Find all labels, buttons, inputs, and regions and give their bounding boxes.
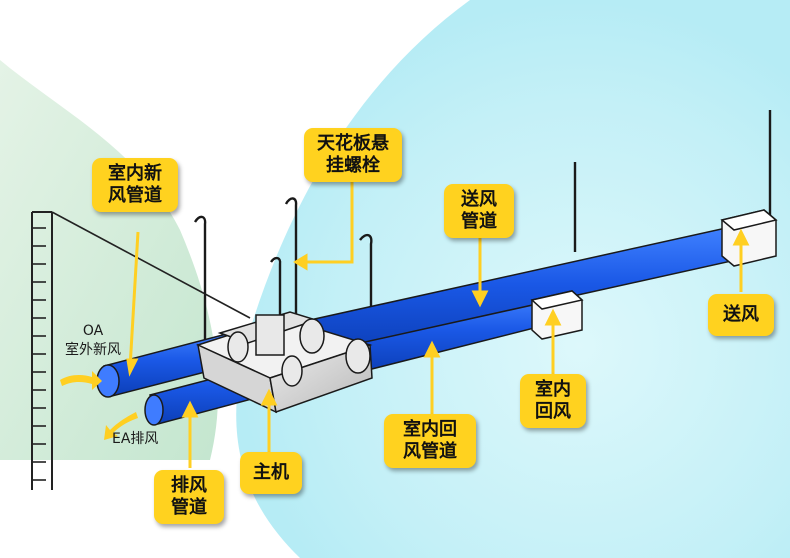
wall-ruler — [31, 211, 251, 490]
callout-indoor-return-air-duct: 室内回 风管道 — [384, 414, 476, 468]
callout-supply-air-duct: 送风 管道 — [444, 184, 514, 238]
pointer-arrow — [544, 308, 562, 326]
hanger-rod — [359, 233, 373, 310]
outdoor-air-inflow-arrow — [60, 371, 102, 390]
hanger-rod — [270, 256, 282, 318]
callout-exhaust-air-duct: 排风 管道 — [154, 470, 224, 524]
pointer-arrow — [471, 290, 489, 308]
ceiling-line — [51, 211, 251, 319]
callout-main-unit: 主机 — [240, 452, 302, 494]
wall-ruler-ticks — [32, 227, 46, 481]
pointer-arrow — [260, 388, 278, 406]
pointer-arrow — [423, 340, 441, 358]
pointer-lines — [126, 182, 750, 468]
label-exhaust-air: EA排风 — [112, 431, 159, 447]
pointer-arrow — [128, 231, 140, 369]
callout-supply-air: 送风 — [708, 294, 774, 336]
pointer-arrow — [293, 253, 308, 271]
hanger-rod — [284, 197, 298, 318]
airflow-arrows — [60, 371, 138, 440]
callout-indoor-return-air: 室内 回风 — [520, 374, 586, 428]
hanger-rod — [193, 215, 207, 356]
pointer-arrow — [302, 182, 354, 264]
label-outdoor-air: OA 室外新风 — [65, 323, 121, 358]
hanger-rods — [193, 110, 772, 356]
terminal-boxes — [530, 209, 778, 340]
callout-ceiling-suspension-bolt: 天花板悬 挂螺栓 — [304, 128, 402, 182]
pointer-arrow — [126, 358, 139, 377]
pointer-arrow — [181, 400, 199, 418]
exhaust-outflow-arrow — [104, 412, 138, 440]
callout-indoor-fresh-air-duct: 室内新 风管道 — [92, 158, 178, 212]
main-unit-box — [195, 311, 373, 414]
pointer-arrow — [732, 228, 750, 246]
